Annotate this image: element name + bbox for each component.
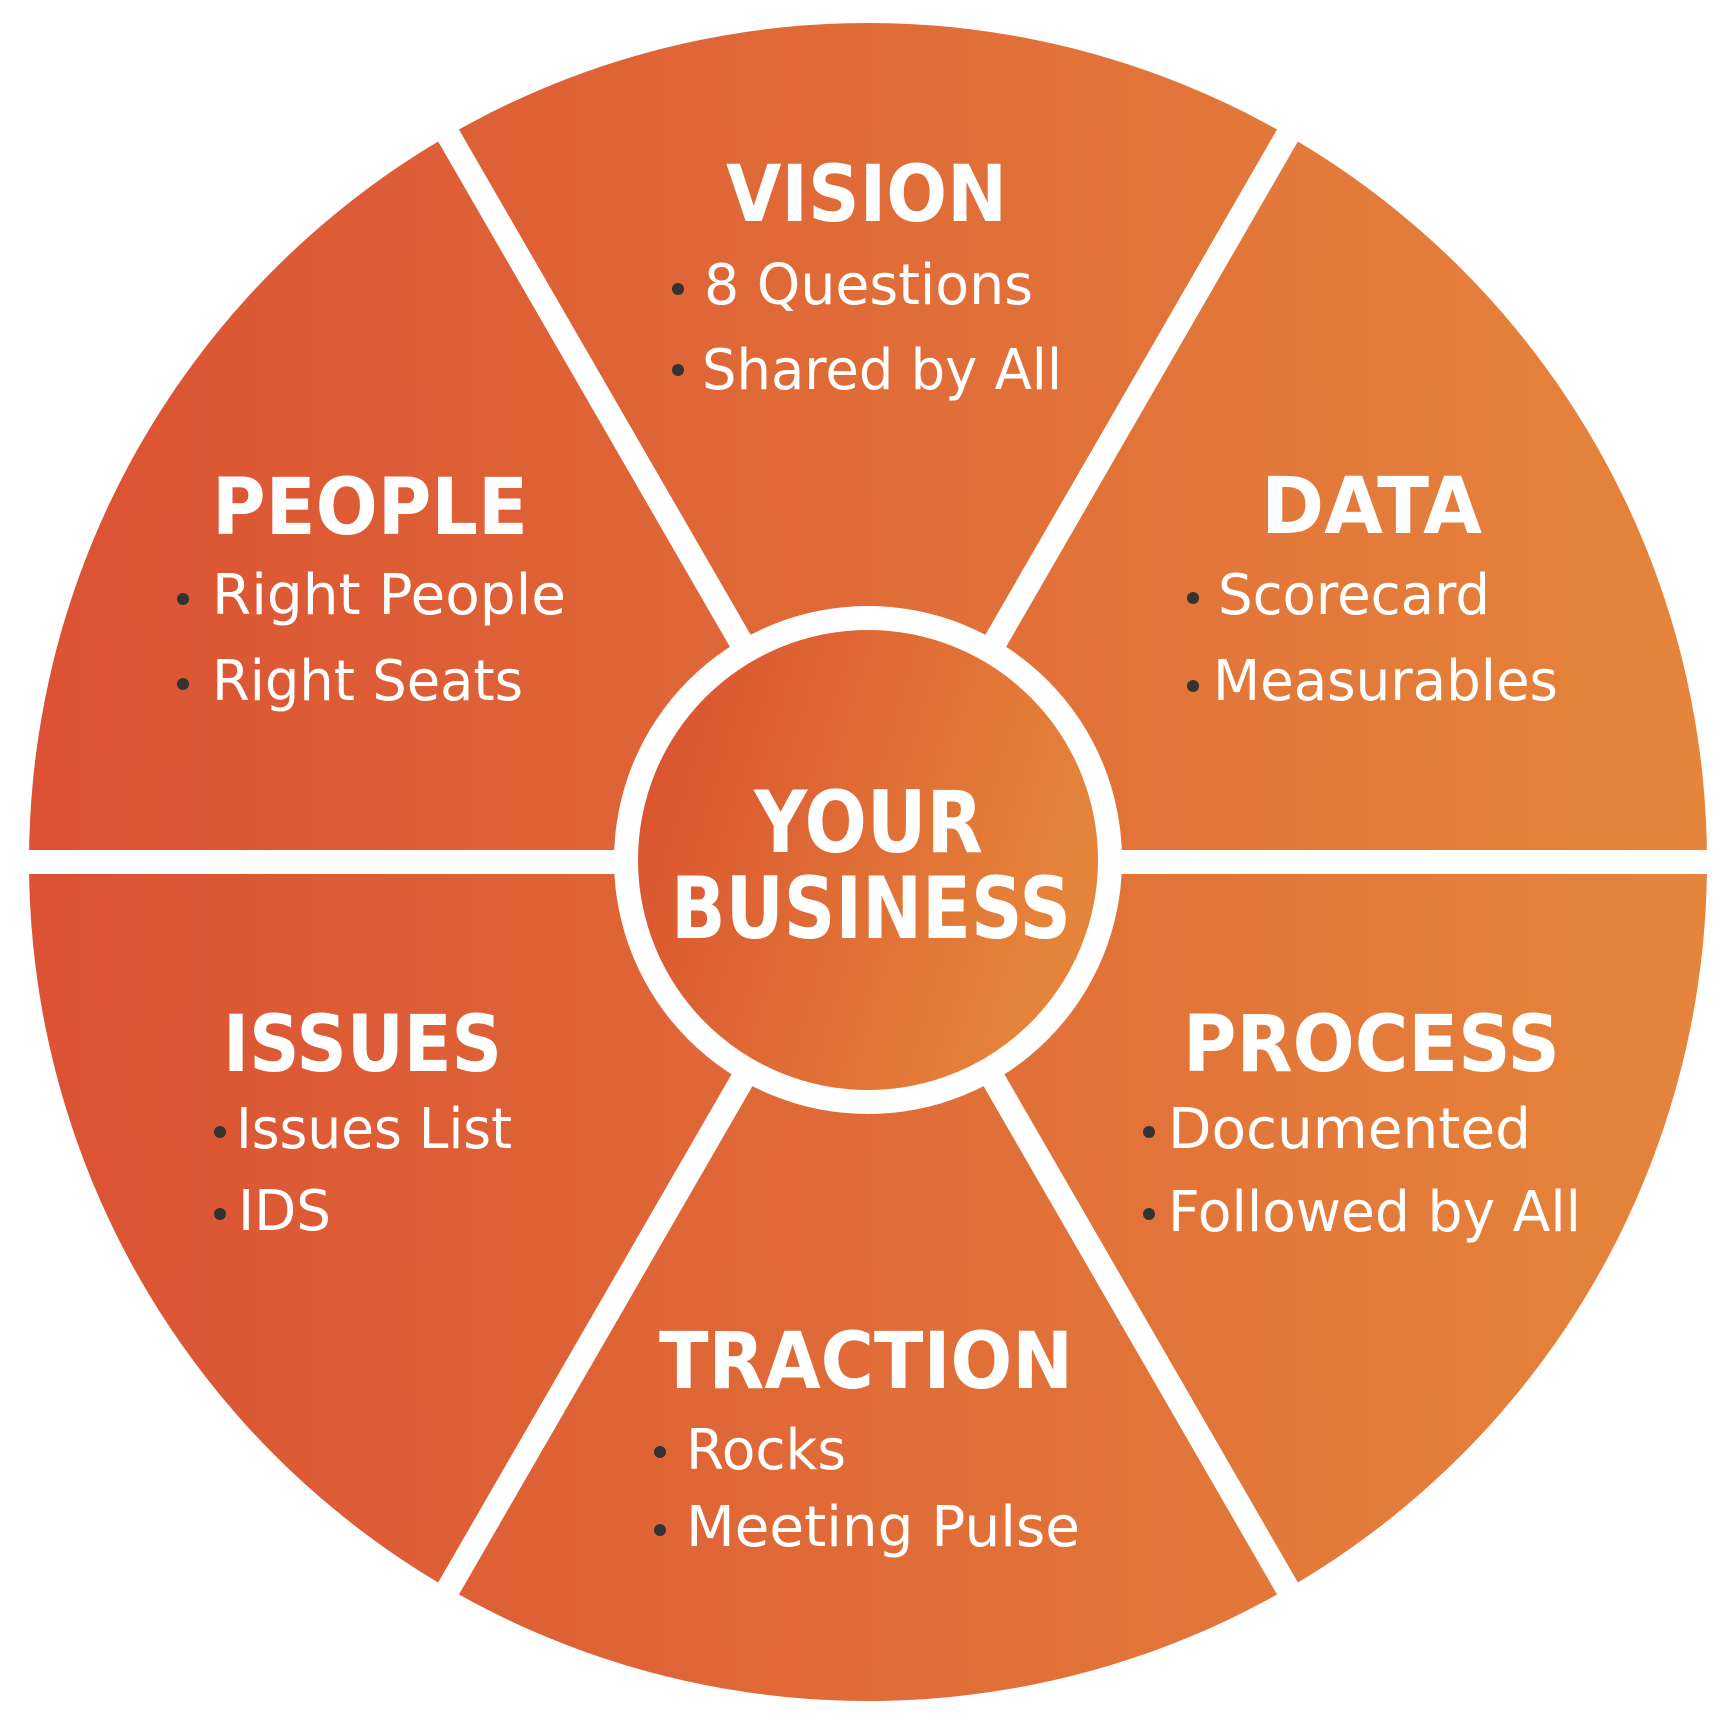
bullet-icon: [1143, 1126, 1155, 1138]
segment-item: Measurables: [1213, 649, 1558, 714]
segment-traction: TRACTION Rocks Meeting Pulse: [654, 1317, 1080, 1560]
segment-item: Shared by All: [702, 338, 1062, 403]
segment-people: PEOPLE Right People Right Seats: [177, 463, 566, 714]
bullet-icon: [214, 1126, 226, 1138]
segment-data: DATA Scorecard Measurables: [1187, 462, 1558, 714]
segment-item: Issues List: [236, 1097, 512, 1162]
segment-vision: VISION 8 Questions Shared by All: [672, 150, 1062, 403]
segment-item: Followed by All: [1168, 1180, 1581, 1245]
bullet-icon: [1143, 1208, 1155, 1220]
segment-item: Scorecard: [1218, 563, 1490, 628]
bullet-icon: [1187, 592, 1199, 604]
bullet-icon: [654, 1524, 666, 1536]
segment-item: Rocks: [686, 1418, 846, 1483]
center-circle: [638, 630, 1098, 1090]
bullet-icon: [177, 678, 189, 690]
bullet-icon: [672, 364, 684, 376]
segment-title: ISSUES: [223, 1000, 502, 1090]
segment-item: IDS: [238, 1179, 331, 1244]
segment-title: DATA: [1261, 462, 1482, 552]
bullet-icon: [214, 1208, 226, 1220]
segment-item: 8 Questions: [704, 253, 1033, 318]
segment-item: Right Seats: [212, 649, 523, 714]
segment-title: PEOPLE: [212, 463, 528, 553]
segment-item: Right People: [212, 563, 566, 628]
center-title-line2: BUSINESS: [671, 859, 1071, 959]
segment-item: Meeting Pulse: [686, 1495, 1080, 1560]
segment-item: Documented: [1168, 1097, 1531, 1162]
bullet-icon: [1187, 680, 1199, 692]
bullet-icon: [177, 593, 189, 605]
bullet-icon: [672, 283, 684, 295]
segment-title: PROCESS: [1183, 1000, 1560, 1090]
bullet-icon: [654, 1446, 666, 1458]
segment-process: PROCESS Documented Followed by All: [1143, 1000, 1581, 1245]
segment-issues: ISSUES Issues List IDS: [214, 1000, 512, 1244]
center-title-line1: YOUR: [753, 773, 983, 873]
segment-title: VISION: [726, 150, 1007, 240]
segment-title: TRACTION: [659, 1317, 1073, 1407]
